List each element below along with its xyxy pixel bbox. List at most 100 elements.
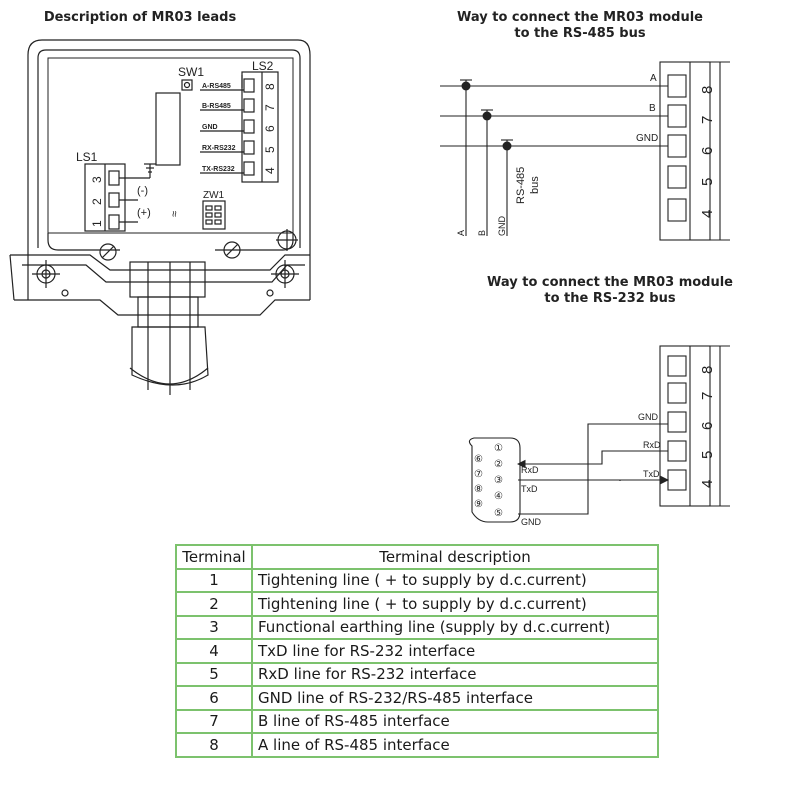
- rs232-wire-txd: [518, 479, 621, 481]
- db9-pin-4: ④: [494, 491, 503, 502]
- terminal-number: 2: [175, 591, 253, 617]
- table-row: 5 RxD line for RS-232 interface: [175, 661, 659, 687]
- ls1-numbers: 3 2 1: [90, 176, 104, 227]
- zw1-jumper: [202, 200, 226, 230]
- housing-outline: [27, 39, 311, 300]
- rs232-diagram: [468, 345, 730, 523]
- rs485-label-b: B: [649, 103, 656, 114]
- db9-pin-6: ⑥: [474, 454, 483, 465]
- rs485-bus-label-1: RS-485: [515, 167, 527, 204]
- rs232-line-labels: GND RxD TxD: [638, 412, 661, 479]
- db9-pin-5: ⑤: [494, 508, 503, 519]
- terminal-description: RxD line for RS-232 interface: [251, 661, 659, 687]
- terminal-number: 3: [175, 614, 253, 640]
- rs232-terminal-block: [659, 345, 730, 507]
- header-description: Terminal description: [251, 544, 659, 570]
- mounting-hole-left: [32, 260, 60, 288]
- db9-pin-3: ③: [494, 475, 503, 486]
- ls2-terminal-block: [200, 71, 279, 183]
- rs485-label-gnd: GND: [636, 133, 658, 144]
- mounting-hole-right: [271, 260, 299, 288]
- module-component: [155, 92, 181, 166]
- table-row: 8 A line of RS-485 interface: [175, 732, 659, 758]
- terminal-number: 7: [175, 708, 253, 734]
- ls2-numbers: 8 7 6 5 4: [263, 83, 277, 174]
- terminal-description: Functional earthing line (supply by d.c.…: [251, 614, 659, 640]
- rs485-heading: Way to connect the MR03 module to the RS…: [430, 10, 730, 42]
- db9-pin-7: ⑦: [474, 469, 483, 480]
- ls2-label: LS2: [252, 59, 274, 73]
- description-heading: Description of MR03 leads: [43, 10, 237, 25]
- terminal-table: Terminal Terminal description 1 Tighteni…: [175, 544, 659, 758]
- rs485-terminal-8: 8: [699, 86, 716, 94]
- terminal-number: 5: [175, 661, 253, 687]
- ls1-number-1: 1: [90, 220, 104, 227]
- rs485-bus-label: RS-485 bus: [515, 167, 541, 204]
- cable-gland: [129, 261, 209, 395]
- db9-label-txd: TxD: [521, 484, 538, 494]
- rs485-junction-a: [461, 81, 471, 91]
- db9-pin-8: ⑧: [474, 484, 483, 495]
- rs485-junction-b: [482, 111, 492, 121]
- ls1-number-3: 3: [90, 176, 104, 183]
- rs232-terminal-4: 4: [699, 480, 716, 488]
- ls2-number-8: 8: [263, 83, 277, 90]
- rs485-bottom-a: A: [456, 230, 466, 236]
- ls1-label: LS1: [76, 150, 98, 164]
- terminal-description: A line of RS-485 interface: [251, 732, 659, 758]
- db9-pins: ⑥ ⑦ ⑧ ⑨ ① ② ③ ④ ⑤: [474, 443, 503, 519]
- table-row: 1 Tightening line ( + to supply by d.c.c…: [175, 567, 659, 593]
- table-row: 7 B line of RS-485 interface: [175, 708, 659, 734]
- sw1-switch: [181, 79, 193, 91]
- table-row: 4 TxD line for RS-232 interface: [175, 638, 659, 664]
- terminal-description: TxD line for RS-232 interface: [251, 638, 659, 664]
- ls2-number-7: 7: [263, 104, 277, 111]
- ls2-number-6: 6: [263, 125, 277, 132]
- ls2-signal-rx-rs232: RX-RS232: [202, 145, 236, 152]
- terminal-description: Tightening line ( + to supply by d.c.cur…: [251, 567, 659, 593]
- rs232-heading-line1: Way to connect the MR03 module: [486, 275, 734, 290]
- rs232-label-rxd: RxD: [643, 440, 661, 450]
- db9-pin-1: ①: [494, 443, 503, 454]
- rs232-wire-gnd: [518, 423, 668, 515]
- rs485-junction-gnd: [502, 141, 512, 151]
- header-terminal: Terminal: [175, 544, 253, 570]
- rs485-diagram: [440, 61, 730, 241]
- db9-connector: [468, 437, 521, 523]
- mounting-hole-top-right: [276, 229, 298, 251]
- rs485-bottom-gnd: GND: [497, 216, 507, 237]
- ls2-signal-b-rs485: B-RS485: [202, 103, 231, 110]
- db9-label-gnd: GND: [521, 517, 542, 527]
- rs485-terminal-block: [659, 61, 730, 241]
- rs485-bottom-labels: A B GND: [456, 216, 507, 237]
- terminal-number: 1: [175, 567, 253, 593]
- rs232-label-gnd: GND: [638, 412, 659, 422]
- housing-inner: [37, 49, 301, 248]
- table-header-row: Terminal Terminal description: [175, 544, 659, 570]
- ls1-minus-label: (-): [137, 185, 148, 197]
- table-row: 6 GND line of RS-232/RS-485 interface: [175, 685, 659, 711]
- terminal-number: 4: [175, 638, 253, 664]
- db9-labels: RxD TxD GND: [521, 465, 542, 527]
- terminal-description: B line of RS-485 interface: [251, 708, 659, 734]
- rs485-terminal-5: 5: [699, 178, 716, 186]
- screw-right: [223, 241, 241, 259]
- ls1-number-2: 2: [90, 198, 104, 205]
- rs232-heading: Way to connect the MR03 module to the RS…: [460, 275, 760, 307]
- rs232-heading-line2: to the RS-232 bus: [544, 291, 676, 306]
- terminal-number: 6: [175, 685, 253, 711]
- terminal-description: GND line of RS-232/RS-485 interface: [251, 685, 659, 711]
- ac-dc-symbol: ≈: [169, 211, 181, 217]
- ls2-number-5: 5: [263, 146, 277, 153]
- rs485-terminal-numbers: 8 7 6 5 4: [699, 86, 716, 218]
- ls1-terminal-block: [84, 163, 156, 232]
- rs232-wire-rxd: [516, 450, 668, 469]
- rs232-terminal-5: 5: [699, 451, 716, 459]
- screw-left: [99, 243, 117, 261]
- ls2-number-4: 4: [263, 167, 277, 174]
- wiring-diagrams: SW1 LS2 LS1 ZW1 A-RS485 B-RS485 GND RX-R…: [9, 39, 730, 527]
- rs232-terminal-7: 7: [699, 392, 716, 400]
- sw1-label: SW1: [178, 65, 204, 79]
- table-row: 2 Tightening line ( + to supply by d.c.c…: [175, 591, 659, 617]
- ls1-plus-label: (+): [137, 207, 151, 219]
